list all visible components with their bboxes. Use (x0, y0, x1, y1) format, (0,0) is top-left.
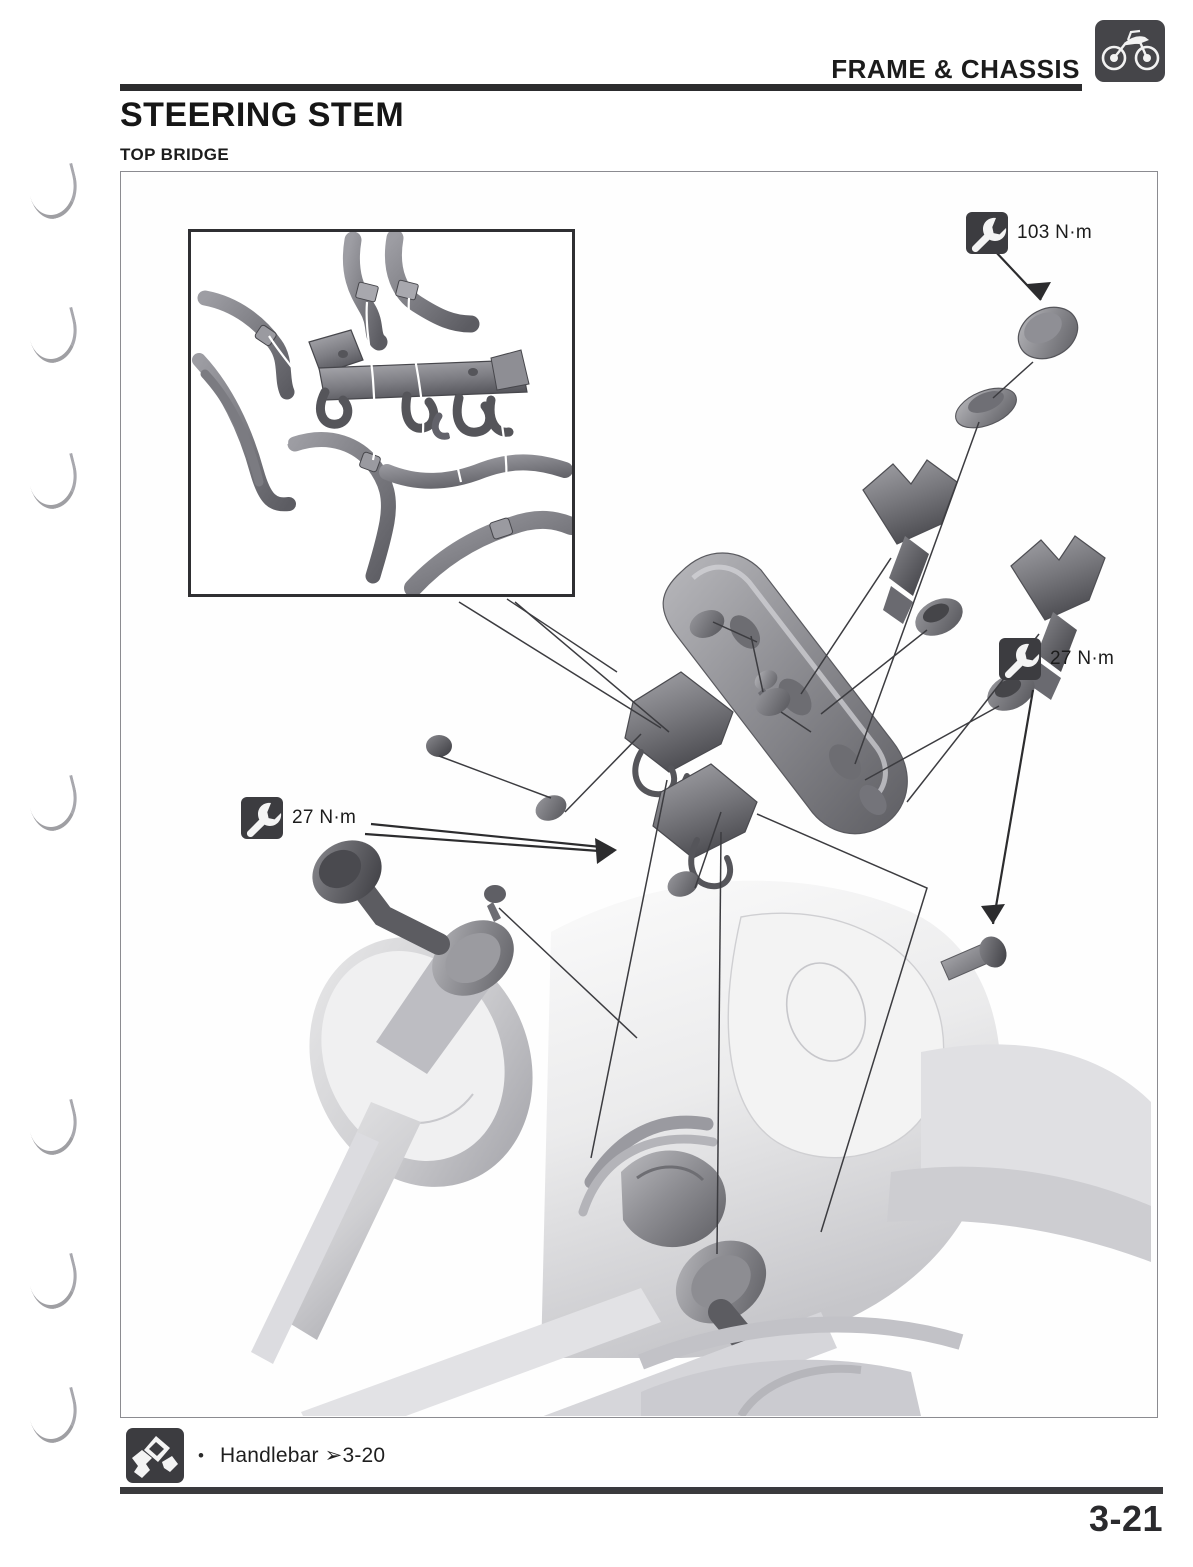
binder-hole-mark (24, 1098, 85, 1160)
section-subtitle: TOP BRIDGE (120, 145, 230, 164)
torque-arrowheads (595, 282, 1051, 924)
exploded-diagram-frame: 103 N·m 27 N·m 27 N·m (120, 171, 1158, 1418)
page-number: 3-21 (1088, 1498, 1163, 1539)
torque-callout-top-bridge-pinch-bolt: 27 N·m (241, 797, 356, 839)
footer-rule (120, 1487, 1163, 1494)
motorcycle-front-end-photo (251, 840, 1151, 1416)
note-bullet: • (198, 1445, 204, 1465)
binder-hole-mark (24, 774, 85, 836)
header-rule (120, 84, 1082, 91)
page-title: STEERING STEM (120, 96, 405, 134)
binder-hole-mark (24, 162, 85, 224)
binder-hole-mark (24, 1252, 85, 1314)
handlebar-holder-bolt (940, 936, 1007, 981)
motorcycle-icon (1095, 20, 1165, 82)
related-section-note: • Handlebar ➢3-20 (126, 1428, 385, 1483)
exploded-view-illustration (121, 172, 1157, 1417)
stem-washer (955, 387, 1017, 429)
cable-routing-detail-inset (188, 229, 575, 597)
bracket-hardware (426, 610, 791, 922)
binder-hole-mark (24, 306, 85, 368)
note-text: Handlebar ➢3-20 (219, 1444, 386, 1467)
torque-callout-handlebar-holder-bolt: 27 N·m (999, 638, 1114, 680)
steering-stem-nut (1017, 306, 1079, 360)
binder-hole-mark (24, 452, 85, 514)
wrench-icon (966, 212, 1008, 254)
torque-value: 27 N·m (292, 807, 357, 828)
disassembly-icon (126, 1428, 184, 1483)
wrench-icon (241, 797, 283, 839)
leader-lines (438, 361, 1040, 1255)
handlebar-holder-upper (862, 459, 958, 624)
header-section-title: FRAME & CHASSIS (831, 54, 1080, 84)
wrench-icon (999, 638, 1041, 680)
binder-hole-mark (24, 1386, 85, 1448)
torque-value: 103 N·m (1017, 222, 1092, 243)
handlebar-mount-rubbers (915, 598, 1035, 711)
torque-value: 27 N·m (1050, 648, 1115, 669)
cable-holder-bracket (624, 671, 758, 890)
torque-callout-steering-stem-nut: 103 N·m (966, 212, 1092, 254)
